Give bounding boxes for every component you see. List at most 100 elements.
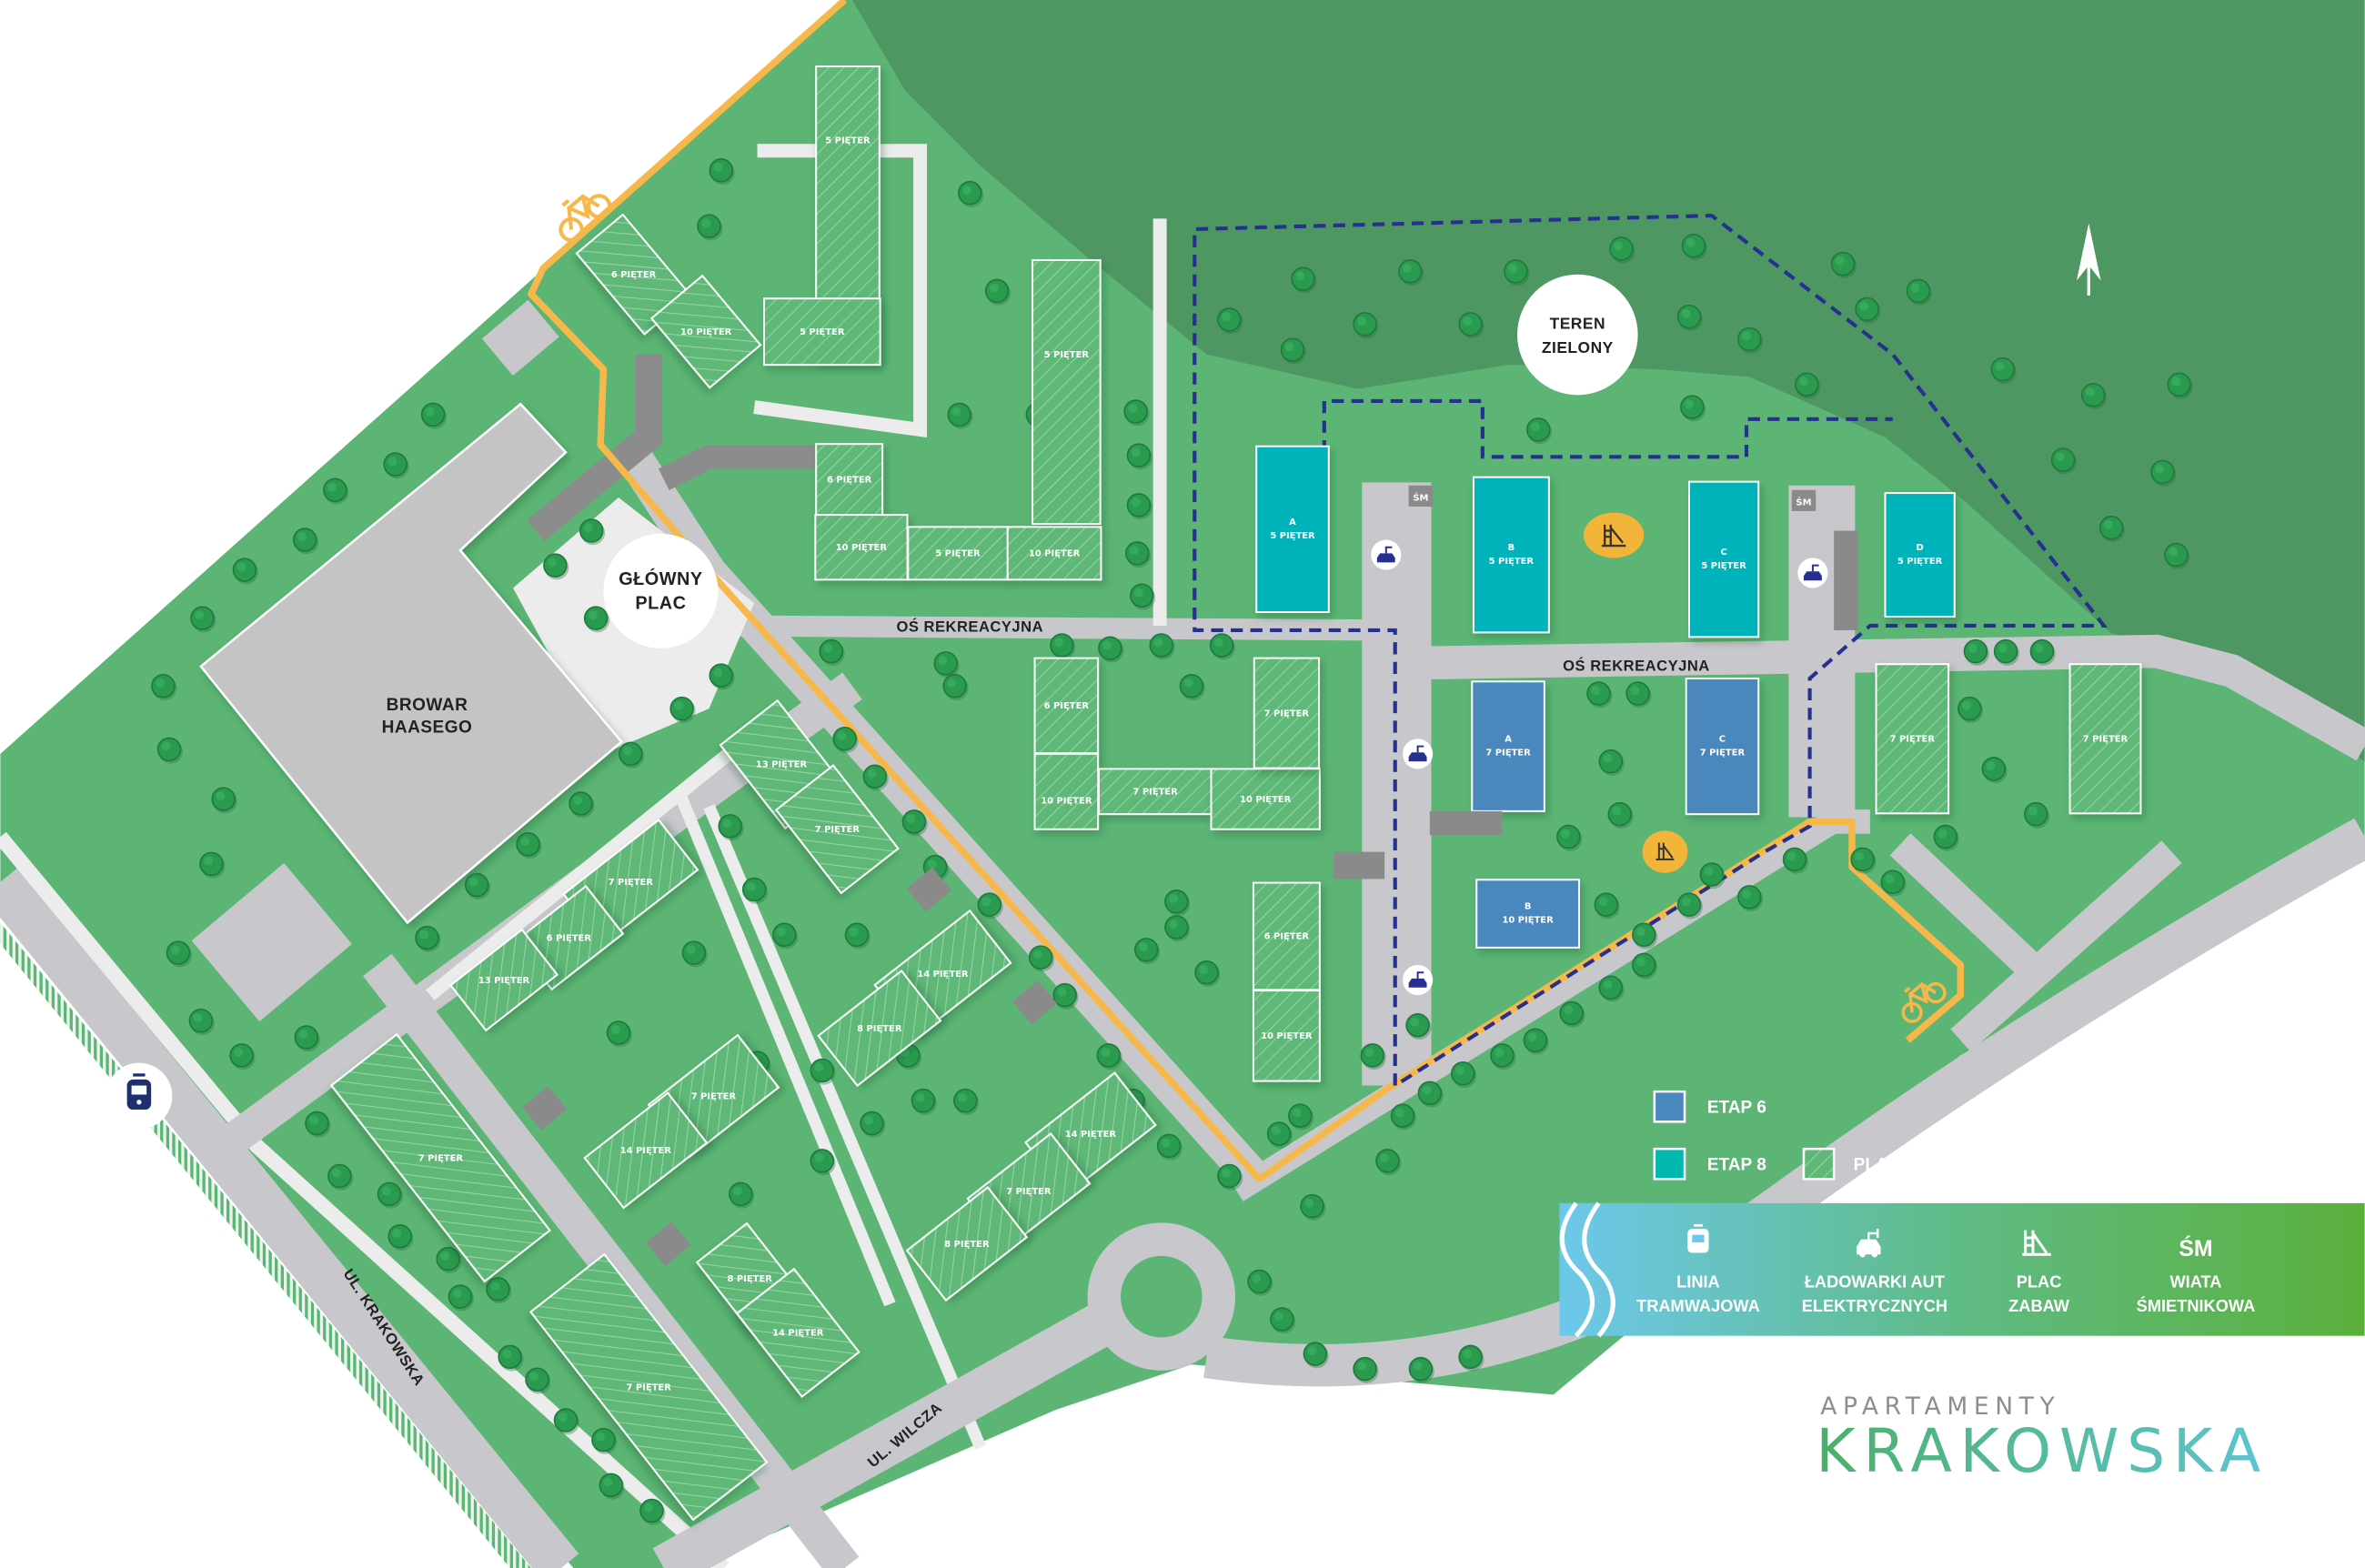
- band-wave-decoration: [1559, 1201, 1595, 1338]
- tree-icon: [1288, 1103, 1314, 1131]
- building-letter: C: [1720, 548, 1726, 558]
- building-planned[interactable]: 6 PIĘTER: [815, 443, 884, 517]
- tree-icon: [1556, 824, 1583, 851]
- teren-zielony-line1: TEREN: [1550, 314, 1605, 332]
- forest-area: [851, 0, 2365, 762]
- building-planned[interactable]: 14 PIĘTER: [735, 1267, 860, 1399]
- building-planned[interactable]: 10 PIĘTER: [1033, 752, 1100, 830]
- building-floors: 5 PIĘTER: [1044, 350, 1090, 360]
- tree-icon: [583, 606, 610, 633]
- tree-icon: [1559, 1000, 1585, 1028]
- building-planned[interactable]: 7 PIĘTER: [1875, 663, 1950, 815]
- building-floors: 5 PIĘTER: [825, 136, 871, 146]
- tree-icon: [2023, 801, 2050, 829]
- building-planned[interactable]: 10 PIĘTER: [814, 514, 909, 581]
- tree-icon: [553, 1408, 579, 1435]
- building-floors: 10 PIĘTER: [836, 543, 888, 553]
- waste-shelters: ŚM ŚM: [1408, 485, 1817, 511]
- tree-icon: [942, 673, 969, 700]
- tree-icon: [669, 696, 696, 723]
- tree-icon: [591, 1427, 618, 1454]
- building-floors: 5 PIĘTER: [935, 549, 981, 559]
- building-planned[interactable]: 5 PIĘTER: [1032, 258, 1102, 526]
- building-planned[interactable]: 7 PIĘTER: [2068, 663, 2142, 815]
- ev-charger-icon: [1797, 558, 1828, 588]
- tree-icon: [2167, 372, 2193, 399]
- tree-icon: [1458, 312, 1484, 339]
- building-footprint: [1210, 768, 1321, 830]
- tree-icon: [958, 180, 984, 207]
- tree-icon: [1990, 357, 2017, 384]
- legend-label-etap6: ETAP 6: [1707, 1098, 1766, 1117]
- building-etap8[interactable]: C5 PIĘTER: [1687, 480, 1760, 638]
- building-planned[interactable]: 13 PIĘTER: [449, 928, 559, 1032]
- building-footprint: [583, 1091, 709, 1210]
- waste-shelter-label: ŚM: [1796, 496, 1811, 508]
- tree-icon: [1149, 633, 1175, 660]
- building-footprint: [815, 443, 884, 517]
- building-planned[interactable]: 7 PIĘTER: [774, 764, 900, 895]
- tree-icon: [211, 787, 237, 814]
- building-planned[interactable]: 14 PIĘTER: [583, 1091, 709, 1210]
- waste-shelter-label: ŚM: [1413, 491, 1428, 503]
- building-planned[interactable]: 6 PIĘTER: [1033, 657, 1100, 755]
- logo-top: APARTAMENTY: [1820, 1392, 2060, 1421]
- building-floors: 8 PIĘTER: [728, 1274, 773, 1284]
- building-planned[interactable]: 10 PIĘTER: [649, 274, 762, 389]
- tree-icon: [810, 1058, 836, 1085]
- tree-icon: [709, 158, 735, 186]
- tree-icon: [984, 278, 1011, 306]
- building-letter: D: [1916, 543, 1923, 553]
- building-letter: B: [1525, 902, 1532, 912]
- building-planned[interactable]: 5 PIĘTER: [907, 526, 1009, 581]
- tree-icon: [383, 452, 409, 479]
- legend-swatch-etap8: [1653, 1147, 1686, 1181]
- tree-icon: [819, 638, 845, 666]
- tree-icon: [2150, 459, 2177, 487]
- building-floors: 14 PIĘTER: [620, 1146, 672, 1156]
- playground-icon: [1656, 842, 1675, 860]
- browar-label-line1: BROWAR: [387, 696, 468, 715]
- tree-icon: [1280, 337, 1306, 365]
- building-planned[interactable]: 10 PIĘTER: [1210, 768, 1321, 830]
- building-floors: 8 PIĘTER: [944, 1240, 990, 1250]
- road-os-rekreacyjna-east: [1394, 634, 2365, 761]
- building-planned[interactable]: 6 PIĘTER: [1252, 881, 1321, 991]
- tree-icon: [1631, 952, 1658, 980]
- building-etap8[interactable]: A5 PIĘTER: [1255, 445, 1330, 614]
- building-planned[interactable]: 5 PIĘTER: [762, 297, 881, 367]
- tree-icon: [1676, 304, 1703, 331]
- building-planned[interactable]: 10 PIĘTER: [1252, 990, 1321, 1082]
- glowny-plac-badge: [603, 533, 719, 648]
- building-planned[interactable]: 7 PIĘTER: [1098, 768, 1213, 816]
- building-etap6[interactable]: A7 PIĘTER: [1471, 680, 1545, 812]
- tree-icon: [1291, 266, 1317, 294]
- building-planned[interactable]: 7 PIĘTER: [1253, 657, 1321, 769]
- tree-icon: [1680, 395, 1706, 422]
- tree-icon: [498, 1344, 524, 1372]
- building-etap8[interactable]: B5 PIĘTER: [1472, 476, 1550, 634]
- tram-icon: [126, 1073, 152, 1111]
- etap8-boundary: [1193, 213, 2108, 1088]
- tree-icon: [1957, 696, 1984, 723]
- building-footprint: [762, 297, 881, 367]
- building-planned[interactable]: 8 PIĘTER: [817, 969, 942, 1088]
- building-floors: 13 PIĘTER: [478, 976, 530, 986]
- building-planned[interactable]: 8 PIĘTER: [905, 1186, 1029, 1302]
- tree-icon: [1098, 636, 1124, 663]
- building-etap6[interactable]: B10 PIĘTER: [1475, 879, 1580, 949]
- trees: [151, 158, 2193, 1525]
- building-etap8[interactable]: D5 PIĘTER: [1884, 492, 1956, 618]
- parking-east-lot: [1889, 833, 2039, 976]
- building-floors: 7 PIĘTER: [1132, 788, 1178, 798]
- building-planned[interactable]: 7 PIĘTER: [528, 1252, 769, 1522]
- building-floors: 6 PIĘTER: [827, 475, 872, 485]
- building-planned[interactable]: 7 PIĘTER: [329, 1032, 551, 1283]
- tree-icon: [1598, 975, 1625, 1002]
- building-planned[interactable]: 10 PIĘTER: [1006, 526, 1102, 581]
- path-inner-c: [703, 804, 986, 1450]
- band-label-playground-line1: PLAC: [2017, 1272, 2062, 1292]
- logo-apartamenty-krakowska: APARTAMENTY KRAKOWSKA: [1816, 1392, 2260, 1486]
- building-etap6[interactable]: C7 PIĘTER: [1685, 677, 1760, 816]
